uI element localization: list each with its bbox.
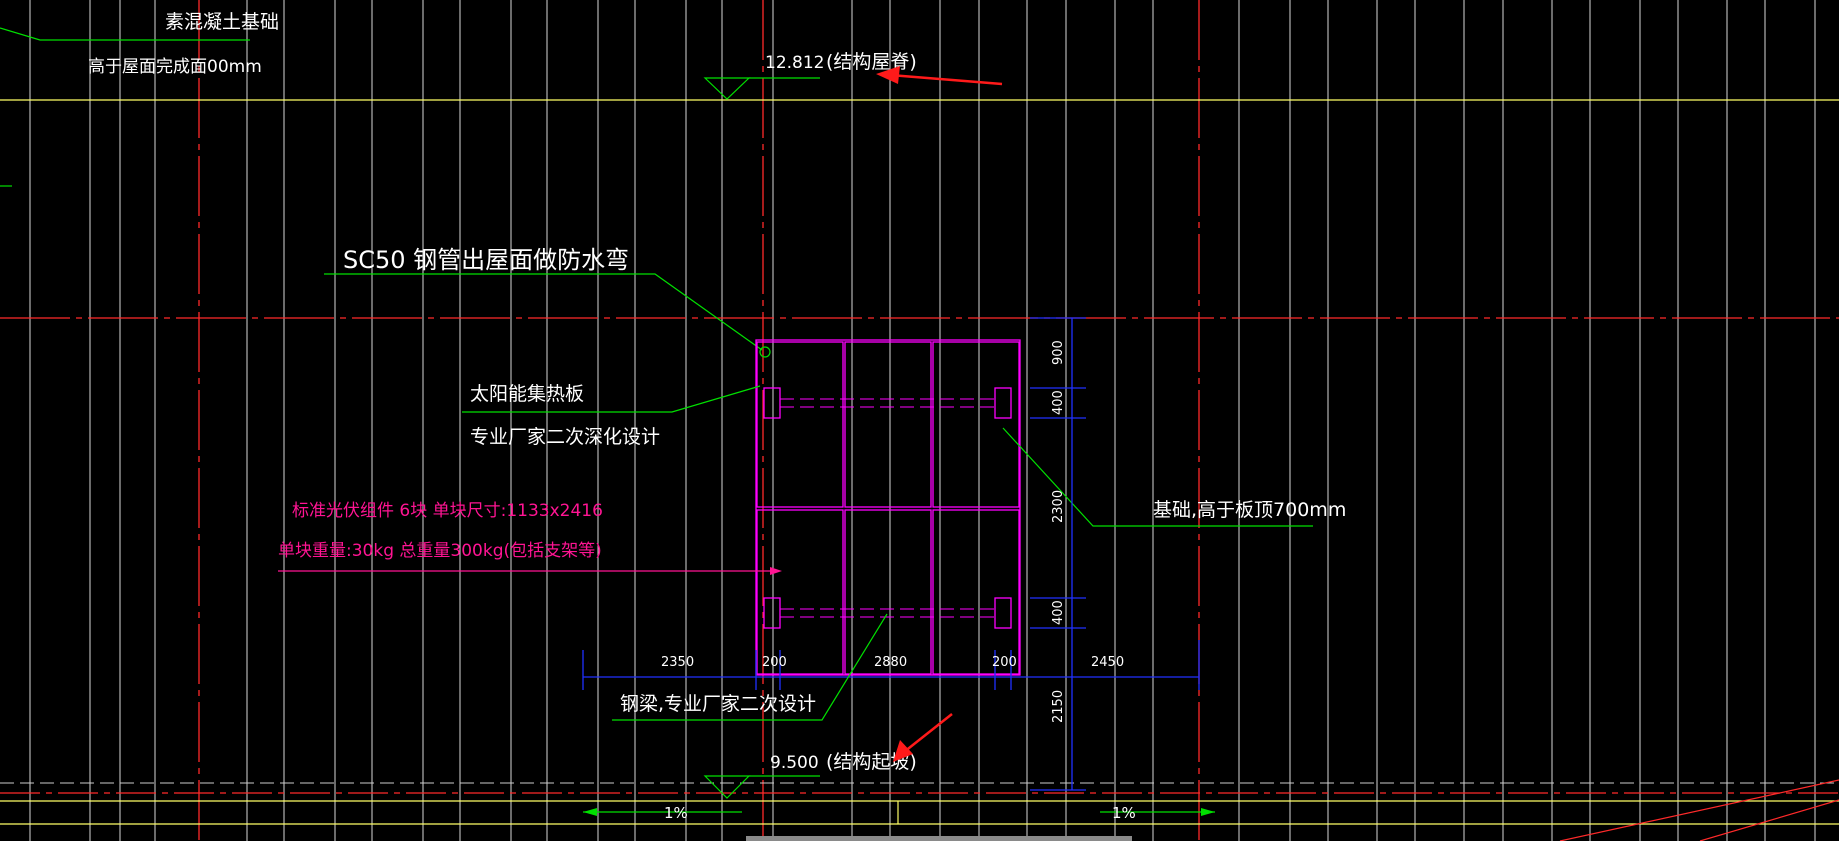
bottom-dimension-chain [582, 640, 1200, 690]
corner-diagonal-lines [1559, 779, 1839, 841]
beam-leader [612, 613, 888, 721]
panel-note-2: 专业厂家二次深化设计 [470, 426, 660, 448]
top-elevation-marker [703, 77, 820, 100]
bottom-red-arrow [893, 713, 953, 762]
dim-2880: 2880 [874, 655, 907, 670]
bottom-level-lines [0, 782, 1839, 825]
dim-200-right: 200 [992, 655, 1017, 670]
bottom-elevation-note: (结构起坡) [826, 751, 917, 773]
base-leader [1002, 427, 1313, 527]
vertical-grid-lines [29, 0, 1816, 841]
vertical-axis-lines [198, 0, 1200, 841]
pipe-note: SC50 钢管出屋面做防水弯 [343, 246, 629, 274]
dim-200-left: 200 [762, 655, 787, 670]
dim-900: 900 [1051, 340, 1066, 365]
panel-leader [462, 385, 761, 413]
right-dimension-chain [1030, 317, 1086, 791]
slope-right-label: 1% [1112, 804, 1136, 822]
slope-arrow-right [1100, 808, 1215, 816]
steel-beam-dashes [780, 398, 995, 618]
dim-400-top: 400 [1051, 390, 1066, 415]
top-left-label-2: 高于屋面完成面00mm [88, 57, 262, 77]
dim-2300: 2300 [1051, 490, 1066, 523]
dim-400-bottom: 400 [1051, 600, 1066, 625]
panel-note-1: 太阳能集热板 [470, 383, 584, 405]
pv-leader [278, 567, 782, 575]
pipe-circle [759, 346, 771, 358]
slope-left-label: 1% [664, 804, 688, 822]
solar-panel-frame [755, 339, 1021, 676]
pipe-leader [324, 273, 763, 351]
slope-arrow-left [583, 808, 742, 816]
top-elevation-value: 12.812 [765, 53, 824, 73]
dim-2450: 2450 [1091, 655, 1124, 670]
bottom-elevation-marker [703, 775, 820, 799]
beam-note: 钢梁,专业厂家二次设计 [620, 693, 816, 715]
dim-2350: 2350 [661, 655, 694, 670]
dim-2150: 2150 [1051, 690, 1066, 723]
top-left-label-1: 素混凝土基础 [165, 11, 279, 33]
top-left-leader [0, 27, 250, 187]
top-elevation-note: (结构屋脊) [826, 51, 917, 73]
pv-note-2: 单块重量:30kg 总重量300kg(包括支架等) [278, 541, 602, 561]
top-red-arrow [876, 66, 1003, 86]
horizontal-scrollbar[interactable] [746, 836, 1132, 841]
bottom-elevation-value: 9.500 [770, 753, 819, 773]
pv-note-1: 标准光伏组件 6块 单块尺寸:1133x2416 [292, 501, 603, 521]
base-note: 基础,高于板顶700mm [1153, 499, 1346, 521]
